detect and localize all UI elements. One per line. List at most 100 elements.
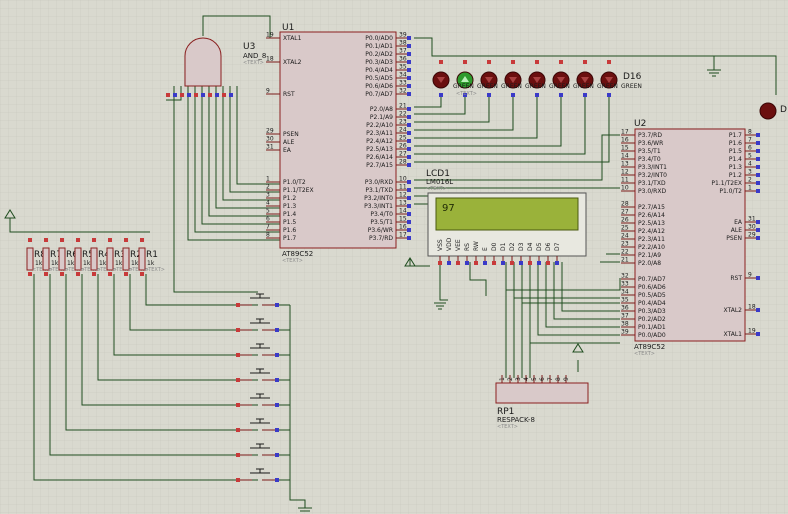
u2-pin-19-state <box>756 332 760 336</box>
u2-pin-19-number: 19 <box>748 328 756 335</box>
rp1-pin-number: 9 <box>563 377 570 381</box>
led-diode-icon <box>533 77 541 83</box>
resistor-body[interactable] <box>90 247 98 271</box>
u3-input-pin[interactable] <box>201 93 205 97</box>
u1-pin-4-name: P1.3 <box>283 203 296 210</box>
u2-pin-17-number: 17 <box>621 129 629 136</box>
u3-input-pin[interactable] <box>187 93 191 97</box>
resistor-bottom-pin <box>124 272 128 276</box>
u2-pin-25-name: P2.4/A12 <box>638 228 665 235</box>
u2-pin-26-number: 26 <box>621 217 629 224</box>
ground-icon <box>434 302 446 310</box>
led-value-label: GREEN <box>573 83 594 90</box>
lcd-pin-state <box>546 261 550 265</box>
resistor-ref: R5 <box>82 250 94 260</box>
led-cathode-pin <box>583 93 587 97</box>
u1-pin-37-name: P0.2/AD2 <box>365 51 393 58</box>
u2-pin-12-name: P3.2/INT0 <box>638 172 667 179</box>
u3-input-pin[interactable] <box>208 93 212 97</box>
ground-icon <box>298 507 312 512</box>
resistor-bottom-pin <box>140 272 144 276</box>
u2-pin-27-number: 27 <box>621 209 629 216</box>
resistor-body[interactable] <box>58 247 66 271</box>
lcd-pin-name: VSS <box>437 239 444 251</box>
u1-pin-16-state <box>407 228 411 232</box>
u1-pin-17-number: 17 <box>399 232 407 239</box>
rp1-ref: RP1 <box>497 407 514 417</box>
u2-pin-12-number: 12 <box>621 169 629 176</box>
u2-pin-36-number: 36 <box>621 305 629 312</box>
u2-pin-11-number: 11 <box>621 177 629 184</box>
u1-pin-35-state <box>407 68 411 72</box>
u1-pin-7-name: P1.6 <box>283 227 296 234</box>
u2-pin-23-name: P2.2/A10 <box>638 244 665 251</box>
resistor-body[interactable] <box>42 247 50 271</box>
switch-button-icon[interactable] <box>250 343 270 349</box>
resistor-body[interactable] <box>74 247 82 271</box>
power-terminal-icon <box>4 209 16 219</box>
switch-button-icon[interactable] <box>250 318 270 324</box>
u2-pin-6-number: 6 <box>748 145 752 152</box>
u1-pin-32-number: 32 <box>399 88 407 95</box>
resistor-ref: R2 <box>130 250 142 260</box>
u3-and-gate[interactable]: U3 AND_8 <TEXT> <box>166 37 266 97</box>
u2-pin-21-name: P2.0/A8 <box>638 260 661 267</box>
resistor-text-placeholder: <TEXT> <box>32 267 53 273</box>
u1-pin-23-state <box>407 123 411 127</box>
u2-pin-7-number: 7 <box>748 137 752 144</box>
u1-text-placeholder: <TEXT> <box>282 258 303 264</box>
resistor-bottom-pin <box>28 272 32 276</box>
switch-button-icon[interactable] <box>250 368 270 374</box>
u2-pin-6-name: P1.5 <box>729 148 742 155</box>
u3-input-pin[interactable] <box>215 93 219 97</box>
switch-button-icon[interactable] <box>250 418 270 424</box>
u1-pin-14-state <box>407 212 411 216</box>
u1-pin-17-state <box>407 236 411 240</box>
u3-input-pin[interactable] <box>222 93 226 97</box>
u3-input-pin[interactable] <box>229 93 233 97</box>
switch-button-icon[interactable] <box>250 293 270 299</box>
u2-pin-32-number: 32 <box>621 273 629 280</box>
u1-pin-12-number: 12 <box>399 192 407 199</box>
switch-column[interactable] <box>236 293 279 482</box>
lcd-pin-name: D5 <box>536 242 543 251</box>
u2-pin-10-number: 10 <box>621 185 629 192</box>
lcd-pin-name: D3 <box>518 242 525 251</box>
switch-pin-left <box>236 478 240 482</box>
led-anode-pin <box>487 60 491 64</box>
u3-input-pin[interactable] <box>166 93 170 97</box>
u3-input-pin[interactable] <box>180 93 184 97</box>
resistor-body[interactable] <box>106 247 114 271</box>
switch-button-icon[interactable] <box>250 443 270 449</box>
resistor-body[interactable] <box>122 247 130 271</box>
u2-text-placeholder: <TEXT> <box>634 351 655 357</box>
u1-pin-3-number: 3 <box>266 192 270 199</box>
resistor-array[interactable]: R81k<TEXT>R71k<TEXT>R61k<TEXT>R51k<TEXT>… <box>26 238 165 276</box>
u3-part: AND_8 <box>243 52 266 60</box>
u1-pin-15-number: 15 <box>399 216 407 223</box>
resistor-body[interactable] <box>138 247 146 271</box>
resistor-text-placeholder: <TEXT> <box>144 267 165 273</box>
switch-button-icon[interactable] <box>250 393 270 399</box>
resistor-body[interactable] <box>26 247 34 271</box>
u2-pin-29-name: PSEN <box>726 235 742 242</box>
led-edge-indicator <box>759 102 777 120</box>
u1-pin-24-name: P2.3/A11 <box>366 130 393 137</box>
switch-pin-left <box>236 303 240 307</box>
u3-input-pin[interactable] <box>194 93 198 97</box>
u2-pin-36-name: P0.3/AD3 <box>638 308 666 315</box>
switch-button-icon[interactable] <box>250 468 270 474</box>
led-diode-icon <box>557 77 565 83</box>
u1-pin-33-state <box>407 84 411 88</box>
led-value-label: GREEN <box>549 83 570 90</box>
u3-input-pin[interactable] <box>173 93 177 97</box>
resistor-value: 1k <box>115 260 123 267</box>
led-cathode-pin <box>487 93 491 97</box>
